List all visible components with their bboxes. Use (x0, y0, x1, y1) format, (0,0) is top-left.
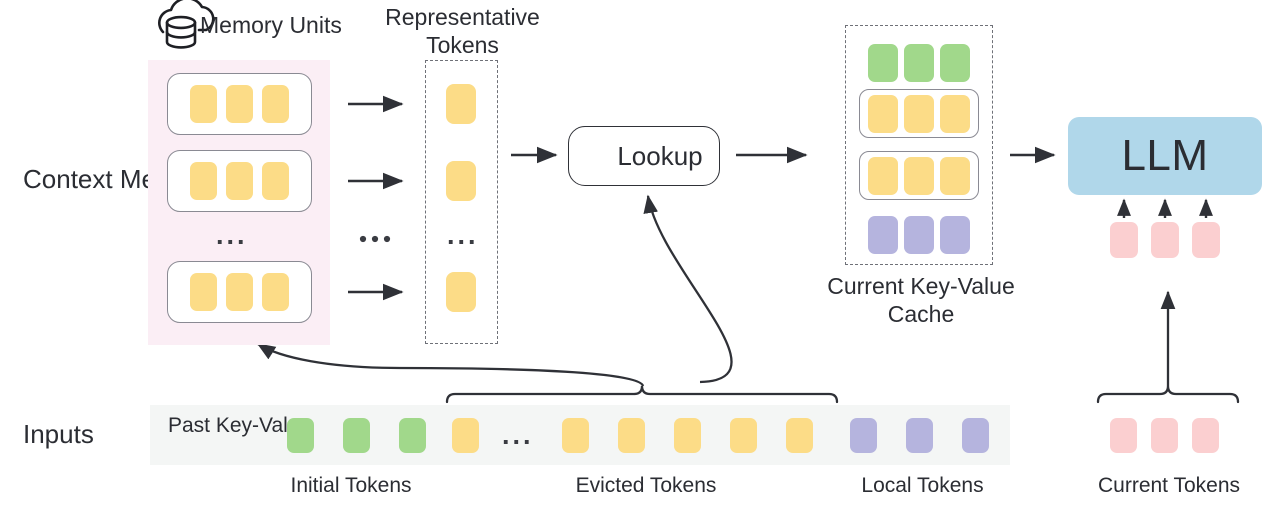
heading-current-kv-cache: Current Key-Value Cache (827, 273, 1015, 327)
input-sequence-ellipsis: ... (502, 420, 534, 450)
representative-token (446, 272, 476, 312)
input-token-evicted (452, 418, 479, 453)
brace-evicted-tokens (445, 385, 839, 404)
kv-token-yellow (940, 156, 970, 195)
input-token-local (850, 418, 877, 453)
input-token-local (962, 418, 989, 453)
arrow-evicted-to-lookup (643, 194, 733, 384)
kv-cache-row-retrieved (859, 151, 979, 200)
representative-tokens-ellipsis: ... (447, 220, 479, 250)
input-token-initial (343, 418, 370, 453)
kv-cache-row-retrieved (859, 89, 979, 138)
memory-token (262, 85, 289, 123)
representative-token (446, 161, 476, 201)
memory-token (190, 85, 217, 123)
memory-unit[interactable] (167, 73, 312, 135)
kv-token-yellow (940, 94, 970, 133)
past-key-value-label: Past Key-Value (168, 414, 312, 437)
memory-token (226, 273, 253, 311)
caption-evicted-tokens: Evicted Tokens (575, 474, 717, 497)
caption-initial-tokens: Initial Tokens (290, 474, 412, 497)
kv-token-purple (940, 215, 970, 254)
arrow-column-ellipsis (359, 235, 391, 243)
arrow-token-to-llm (1117, 198, 1213, 218)
llm-label: LLM (1121, 131, 1209, 180)
kv-token-purple (904, 215, 934, 254)
input-token-initial (287, 418, 314, 453)
current-kv-cache-box (845, 25, 993, 265)
caption-local-tokens: Local Tokens (861, 474, 984, 497)
memory-token (262, 162, 289, 200)
input-token-evicted (786, 418, 813, 453)
kv-token-green (868, 43, 898, 82)
section-label-inputs: Inputs (23, 419, 94, 449)
kv-token-yellow (868, 156, 898, 195)
llm-input-token (1151, 222, 1179, 258)
input-token-current (1192, 418, 1219, 453)
memory-unit[interactable] (167, 150, 312, 212)
kv-token-yellow (868, 94, 898, 133)
llm-input-token (1192, 222, 1220, 258)
lookup-button[interactable]: Lookup (568, 126, 720, 186)
input-token-evicted (562, 418, 589, 453)
heading-memory-units: Memory Units (200, 12, 342, 38)
heading-representative-tokens: Representative Tokens (385, 4, 540, 58)
input-token-current (1110, 418, 1137, 453)
memory-token (190, 162, 217, 200)
memory-unit[interactable] (167, 261, 312, 323)
caption-current-tokens: Current Tokens (1097, 474, 1241, 497)
memory-token (226, 162, 253, 200)
memory-token (226, 85, 253, 123)
kv-token-green (904, 43, 934, 82)
kv-token-yellow (904, 156, 934, 195)
kv-token-green (940, 43, 970, 82)
input-token-initial (399, 418, 426, 453)
llm-block[interactable]: LLM (1068, 117, 1262, 195)
brace-current-tokens (1096, 385, 1240, 404)
arrow-memunit-to-rep (348, 95, 404, 301)
input-token-evicted (674, 418, 701, 453)
llm-input-token (1110, 222, 1138, 258)
kv-token-yellow (904, 94, 934, 133)
input-token-local (906, 418, 933, 453)
arrow-evicted-to-context-memory (256, 343, 645, 387)
memory-units-ellipsis: ... (216, 220, 248, 250)
lookup-label: Lookup (617, 140, 703, 171)
input-token-current (1151, 418, 1178, 453)
input-token-evicted (618, 418, 645, 453)
kv-cache-row-initial (864, 40, 974, 85)
kv-token-purple (868, 215, 898, 254)
memory-token (190, 273, 217, 311)
kv-cache-row-local (864, 212, 974, 257)
memory-token (262, 273, 289, 311)
input-token-evicted (730, 418, 757, 453)
representative-tokens-box (425, 60, 498, 344)
representative-token (446, 84, 476, 124)
